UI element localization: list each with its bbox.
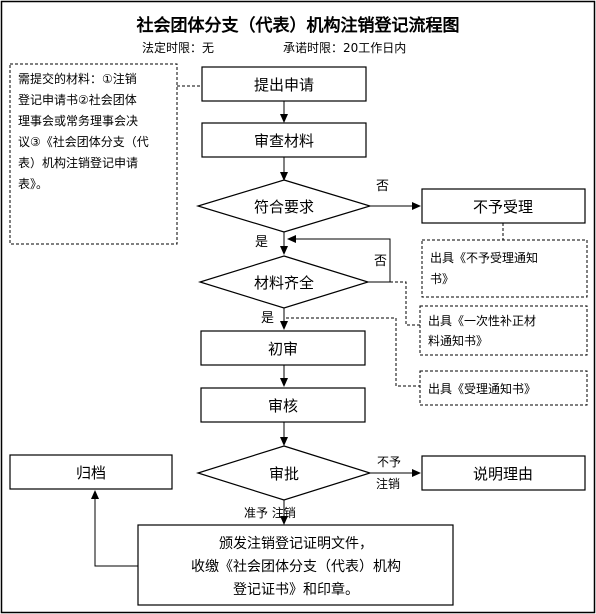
- notice-text: 出具《受理通知书》: [428, 382, 536, 396]
- final-action-line: 登记证书》和印章。: [233, 581, 359, 598]
- final-action-line: 收缴《社会团体分支（代表）机构: [191, 559, 401, 575]
- materials-note-line: 需提交的材料：①注销: [18, 71, 137, 86]
- promised-time-limit: 承诺时限：20工作日内: [283, 41, 406, 55]
- arrow-loop-back: [287, 235, 391, 283]
- archive-label: 归档: [76, 464, 106, 482]
- edge-label-yes: 是: [255, 235, 268, 250]
- accepted-notice-box: [419, 370, 588, 406]
- notice-text: 书》: [430, 272, 454, 286]
- supplement-notice-box: [419, 305, 588, 356]
- materials-note-line: 理事会或常务理事会决: [18, 113, 138, 128]
- explain-reason-label: 说明理由: [473, 465, 533, 483]
- edge-label-reject: 注销: [376, 476, 400, 491]
- materials-complete-label: 材料齐全: [254, 274, 314, 292]
- edge-label-yes: 是: [261, 311, 274, 326]
- page-title: 社会团体分支（代表）机构注销登记流程图: [136, 15, 460, 36]
- not-accepted-node: [421, 188, 586, 224]
- edge-label-no: 否: [376, 179, 389, 194]
- final-action-node: [137, 524, 454, 606]
- edge-label-reject: 不予: [377, 455, 401, 469]
- dashed-connector: [390, 281, 420, 326]
- review-materials-node: [201, 122, 367, 158]
- meets-requirements-label: 符合要求: [254, 198, 314, 216]
- not-accepted-notice-box: [421, 239, 588, 298]
- final-action-line: 颁发注销登记证明文件，: [219, 536, 373, 552]
- review-materials-label: 审查材料: [254, 132, 314, 150]
- materials-note-line: 议③《社会团体分支（代: [18, 134, 149, 149]
- approve-label: 审批: [269, 465, 299, 483]
- apply-node: [201, 66, 367, 102]
- legal-time-limit: 法定时限：无: [142, 40, 214, 55]
- archive-node: [9, 454, 173, 490]
- verify-node: [200, 387, 366, 423]
- initial-review-label: 初审: [268, 340, 298, 358]
- materials-note-line: 表）机构注销登记申请: [18, 155, 138, 170]
- edge-label-approve: 准予 注销: [244, 505, 296, 520]
- arrow-final-archive: [91, 490, 138, 567]
- notice-text: 料通知书》: [428, 334, 488, 348]
- apply-label: 提出申请: [254, 76, 314, 94]
- not-accepted-label: 不予受理: [473, 198, 533, 216]
- materials-note-box: [9, 63, 178, 245]
- notice-text: 出具《不予受理通知: [430, 251, 538, 265]
- materials-note-line: 表》。: [18, 177, 48, 191]
- notice-text: 出具《一次性补正材: [428, 314, 536, 328]
- materials-note-text: 需提交的材料：①注销 登记申请书②社会团体 理事会或常务理事会决 议③《社会团体…: [18, 71, 149, 191]
- edge-label-no: 否: [374, 254, 387, 269]
- materials-note-line: 登记申请书②社会团体: [18, 92, 137, 107]
- dashed-connector: [286, 317, 420, 387]
- initial-review-node: [200, 330, 366, 366]
- verify-label: 审核: [268, 397, 298, 415]
- explain-reason-node: [421, 455, 586, 491]
